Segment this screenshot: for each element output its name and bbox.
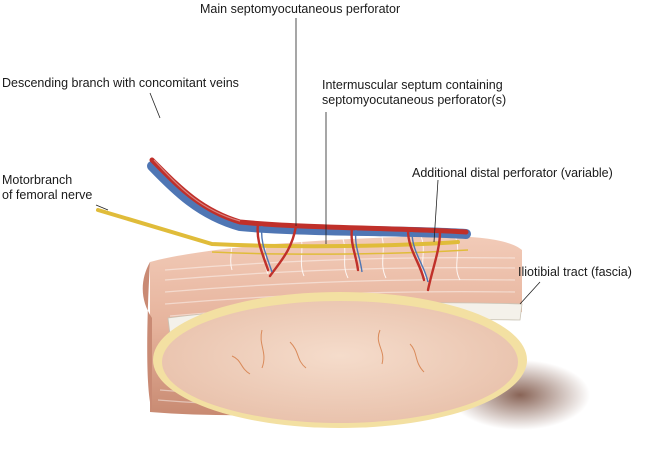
label-septum-line2: septomyocutaneous perforator(s) [322,93,507,107]
label-motor-branch: Motorbranch of femoral nerve [2,173,92,203]
artery-highlight [153,159,241,222]
perforator-veins [260,225,429,283]
perforator-branches [256,222,442,292]
label-descending-branch: Descending branch with concomitant veins [2,76,239,90]
label-intermuscular-septum: Intermuscular septum containing septomyo… [322,78,506,108]
label-septum-line1: Intermuscular septum containing [322,78,503,92]
leader-lines [95,18,541,305]
nerve-inner-line [211,249,469,255]
label-motor-line2: of femoral nerve [2,188,93,202]
label-iliotibial-tract: Iliotibial tract (fascia) [518,265,632,279]
femoral-nerve-branch [96,208,460,249]
muscle-left-end [142,262,152,410]
label-main-perforator: Main septomyocutaneous perforator [200,2,401,16]
label-distal-perforator: Additional distal perforator (variable) [412,166,613,180]
cut-surface [162,301,518,423]
label-motor-line1: Motorbranch [2,173,73,187]
cut-surface-vessels [231,329,425,375]
